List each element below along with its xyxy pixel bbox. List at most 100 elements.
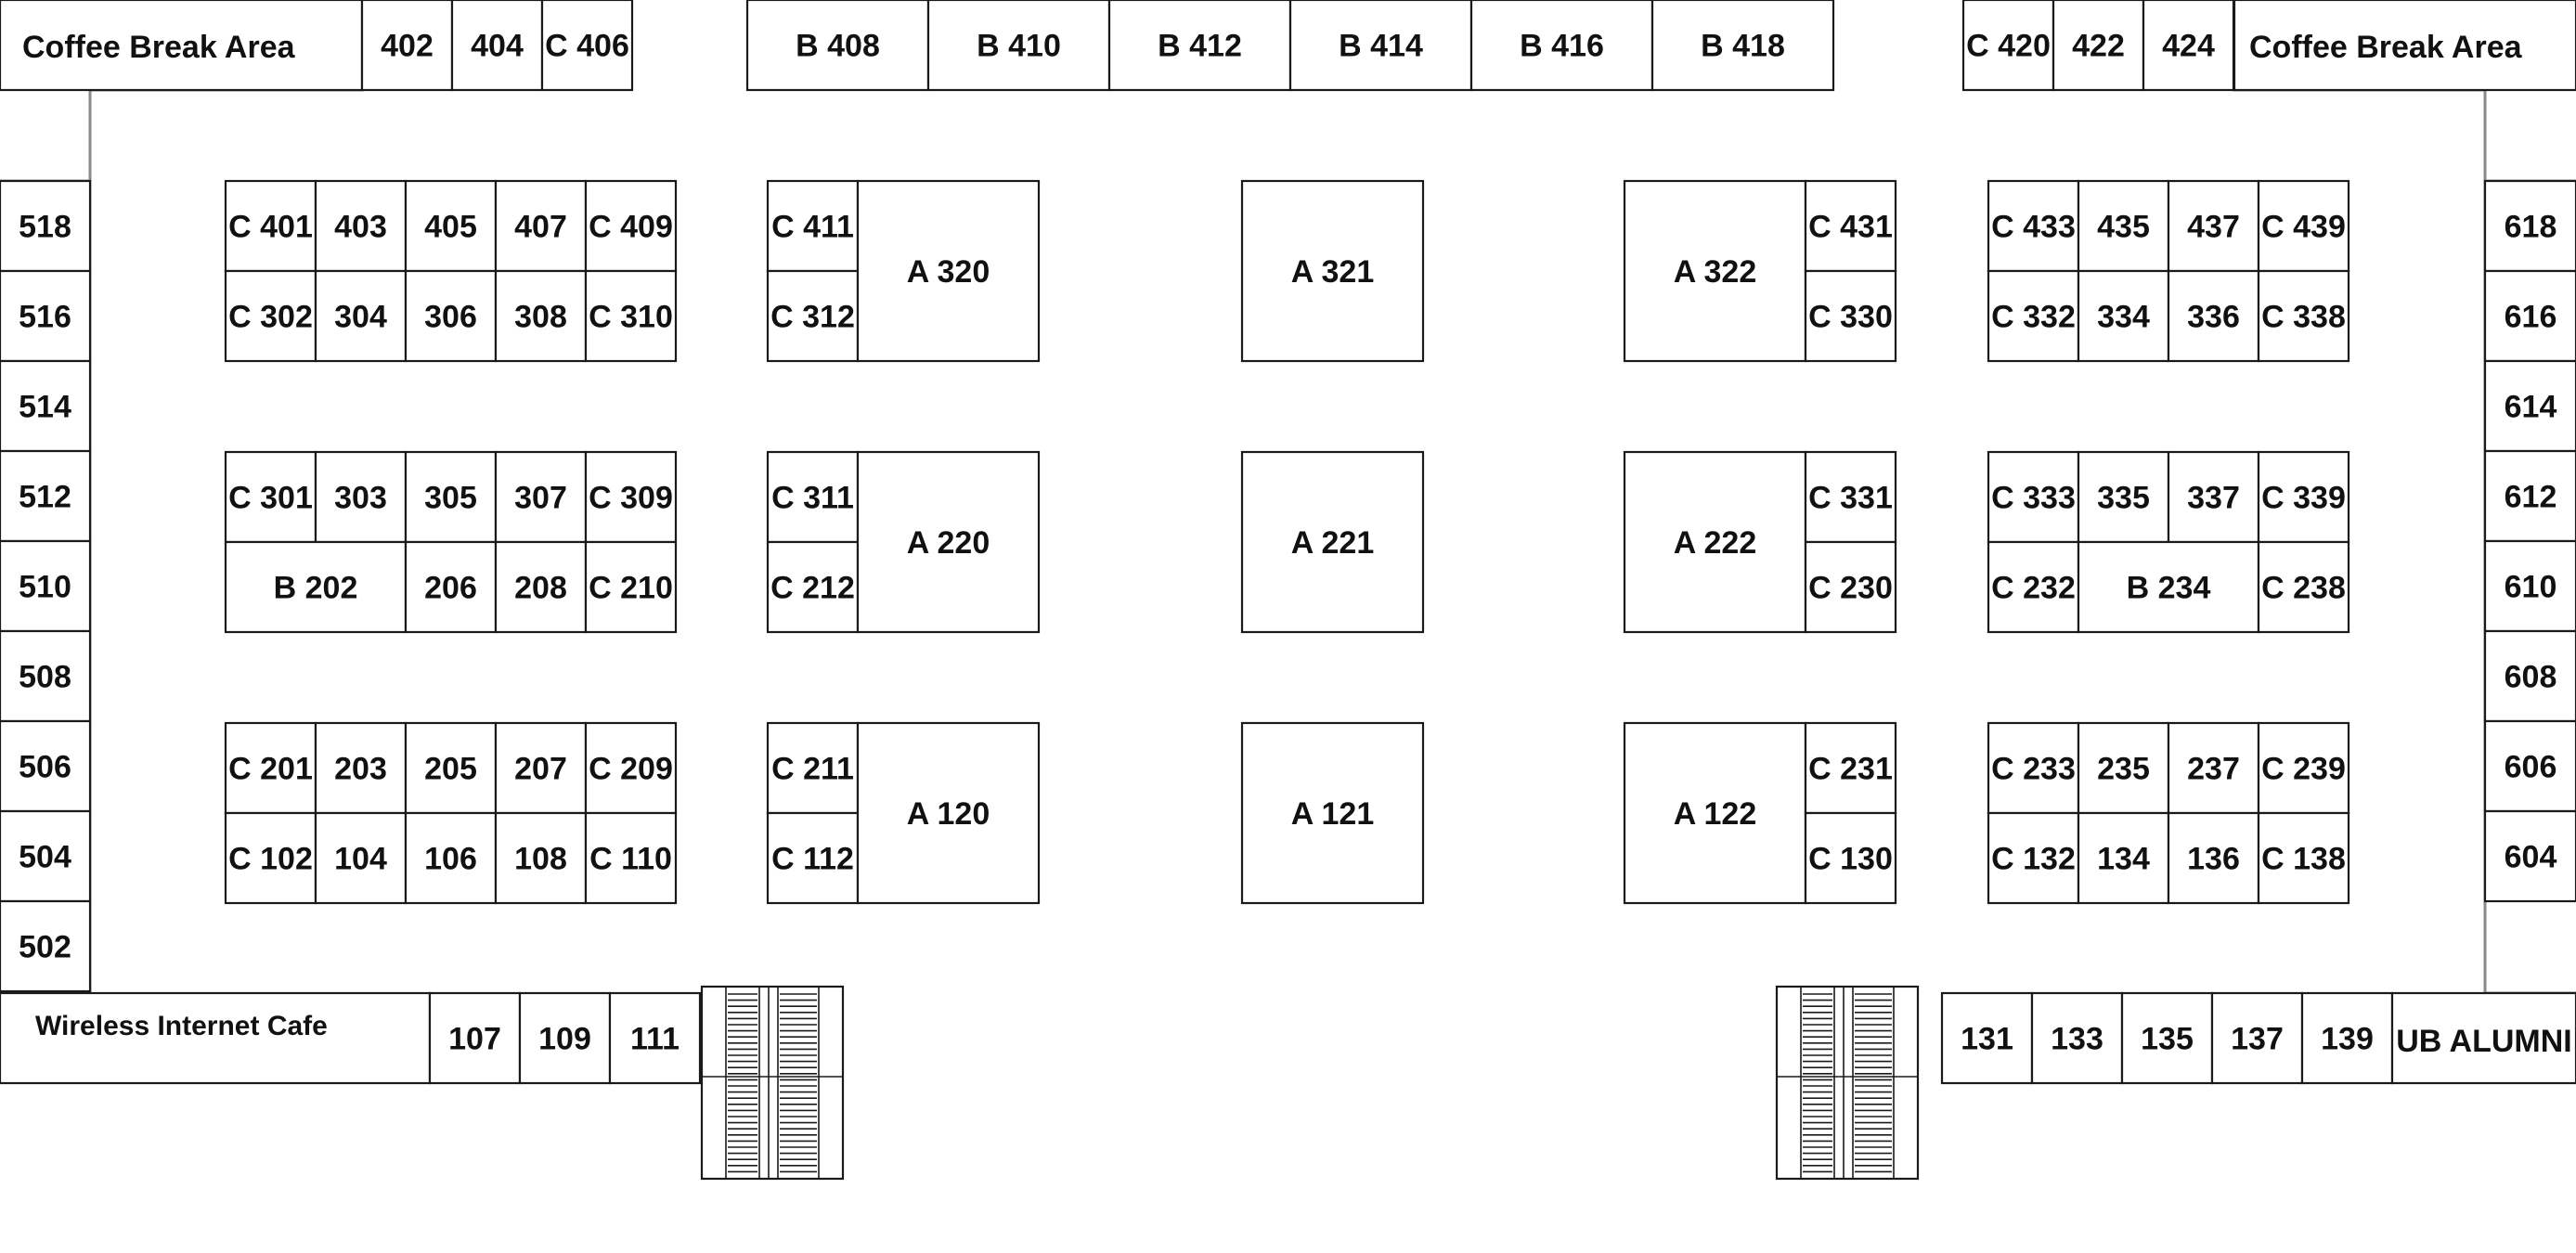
booth-c301[interactable]: C 301 (224, 450, 317, 544)
booth-c411[interactable]: C 411 (766, 179, 860, 273)
booth-c330[interactable]: C 330 (1804, 269, 1897, 363)
booth-b412[interactable]: B 412 (1107, 0, 1292, 92)
booth-c239[interactable]: C 239 (2257, 721, 2350, 815)
booth-237[interactable]: 237 (2167, 721, 2260, 815)
booth-422[interactable]: 422 (2052, 0, 2145, 92)
booth-c138[interactable]: C 138 (2257, 811, 2350, 905)
booth-a220[interactable]: A 220 (856, 450, 1041, 634)
booth-c310[interactable]: C 310 (584, 269, 678, 363)
booth-111[interactable]: 111 (608, 991, 702, 1085)
booth-c132[interactable]: C 132 (1987, 811, 2080, 905)
booth-109[interactable]: 109 (518, 991, 612, 1085)
booth-614[interactable]: 614 (2483, 359, 2576, 453)
booth-c338[interactable]: C 338 (2257, 269, 2350, 363)
booth-131[interactable]: 131 (1940, 991, 2034, 1085)
booth-a222[interactable]: A 222 (1623, 450, 1807, 634)
booth-b234[interactable]: B 234 (2077, 540, 2260, 634)
booth-405[interactable]: 405 (404, 179, 498, 273)
booth-303[interactable]: 303 (314, 450, 408, 544)
booth-c439[interactable]: C 439 (2257, 179, 2350, 273)
booth-504[interactable]: 504 (0, 809, 92, 903)
booth-c112[interactable]: C 112 (766, 811, 860, 905)
booth-608[interactable]: 608 (2483, 629, 2576, 723)
booth-133[interactable]: 133 (2030, 991, 2124, 1085)
booth-424[interactable]: 424 (2142, 0, 2235, 92)
booth-c210[interactable]: C 210 (584, 540, 678, 634)
booth-c401[interactable]: C 401 (224, 179, 317, 273)
booth-c312[interactable]: C 312 (766, 269, 860, 363)
booth-435[interactable]: 435 (2077, 179, 2170, 273)
booth-c201[interactable]: C 201 (224, 721, 317, 815)
booth-437[interactable]: 437 (2167, 179, 2260, 273)
booth-c232[interactable]: C 232 (1987, 540, 2080, 634)
booth-c311[interactable]: C 311 (766, 450, 860, 544)
booth-c309[interactable]: C 309 (584, 450, 678, 544)
booth-610[interactable]: 610 (2483, 539, 2576, 633)
booth-308[interactable]: 308 (494, 269, 588, 363)
booth-b410[interactable]: B 410 (926, 0, 1111, 92)
booth-c406[interactable]: C 406 (540, 0, 634, 92)
booth-c102[interactable]: C 102 (224, 811, 317, 905)
booth-203[interactable]: 203 (314, 721, 408, 815)
booth-a321[interactable]: A 321 (1240, 179, 1425, 363)
booth-612[interactable]: 612 (2483, 449, 2576, 543)
booth-136[interactable]: 136 (2167, 811, 2260, 905)
booth-305[interactable]: 305 (404, 450, 498, 544)
booth-c209[interactable]: C 209 (584, 721, 678, 815)
booth-137[interactable]: 137 (2210, 991, 2304, 1085)
booth-c409[interactable]: C 409 (584, 179, 678, 273)
booth-c433[interactable]: C 433 (1987, 179, 2080, 273)
booth-104[interactable]: 104 (314, 811, 408, 905)
booth-a122[interactable]: A 122 (1623, 721, 1807, 905)
booth-c302[interactable]: C 302 (224, 269, 317, 363)
booth-a120[interactable]: A 120 (856, 721, 1041, 905)
booth-508[interactable]: 508 (0, 629, 92, 723)
booth-a221[interactable]: A 221 (1240, 450, 1425, 634)
booth-403[interactable]: 403 (314, 179, 408, 273)
booth-a322[interactable]: A 322 (1623, 179, 1807, 363)
booth-516[interactable]: 516 (0, 269, 92, 363)
booth-b416[interactable]: B 416 (1469, 0, 1654, 92)
booth-b408[interactable]: B 408 (745, 0, 930, 92)
booth-506[interactable]: 506 (0, 719, 92, 813)
booth-a320[interactable]: A 320 (856, 179, 1041, 363)
booth-c339[interactable]: C 339 (2257, 450, 2350, 544)
booth-207[interactable]: 207 (494, 721, 588, 815)
booth-502[interactable]: 502 (0, 899, 92, 993)
booth-407[interactable]: 407 (494, 179, 588, 273)
booth-337[interactable]: 337 (2167, 450, 2260, 544)
booth-c238[interactable]: C 238 (2257, 540, 2350, 634)
booth-206[interactable]: 206 (404, 540, 498, 634)
booth-304[interactable]: 304 (314, 269, 408, 363)
booth-606[interactable]: 606 (2483, 719, 2576, 813)
booth-c211[interactable]: C 211 (766, 721, 860, 815)
booth-c233[interactable]: C 233 (1987, 721, 2080, 815)
booth-134[interactable]: 134 (2077, 811, 2170, 905)
booth-c110[interactable]: C 110 (584, 811, 678, 905)
booth-404[interactable]: 404 (450, 0, 544, 92)
booth-604[interactable]: 604 (2483, 809, 2576, 903)
booth-336[interactable]: 336 (2167, 269, 2260, 363)
booth-618[interactable]: 618 (2483, 179, 2576, 273)
booth-135[interactable]: 135 (2120, 991, 2214, 1085)
booth-208[interactable]: 208 (494, 540, 588, 634)
booth-235[interactable]: 235 (2077, 721, 2170, 815)
booth-b202[interactable]: B 202 (224, 540, 408, 634)
booth-c332[interactable]: C 332 (1987, 269, 2080, 363)
booth-307[interactable]: 307 (494, 450, 588, 544)
booth-514[interactable]: 514 (0, 359, 92, 453)
booth-306[interactable]: 306 (404, 269, 498, 363)
booth-a121[interactable]: A 121 (1240, 721, 1425, 905)
booth-c420[interactable]: C 420 (1961, 0, 2055, 92)
booth-c331[interactable]: C 331 (1804, 450, 1897, 544)
booth-402[interactable]: 402 (360, 0, 454, 92)
booth-c333[interactable]: C 333 (1987, 450, 2080, 544)
booth-c130[interactable]: C 130 (1804, 811, 1897, 905)
booth-b418[interactable]: B 418 (1650, 0, 1835, 92)
booth-139[interactable]: 139 (2300, 991, 2394, 1085)
booth-c212[interactable]: C 212 (766, 540, 860, 634)
booth-616[interactable]: 616 (2483, 269, 2576, 363)
booth-c431[interactable]: C 431 (1804, 179, 1897, 273)
booth-c231[interactable]: C 231 (1804, 721, 1897, 815)
booth-335[interactable]: 335 (2077, 450, 2170, 544)
